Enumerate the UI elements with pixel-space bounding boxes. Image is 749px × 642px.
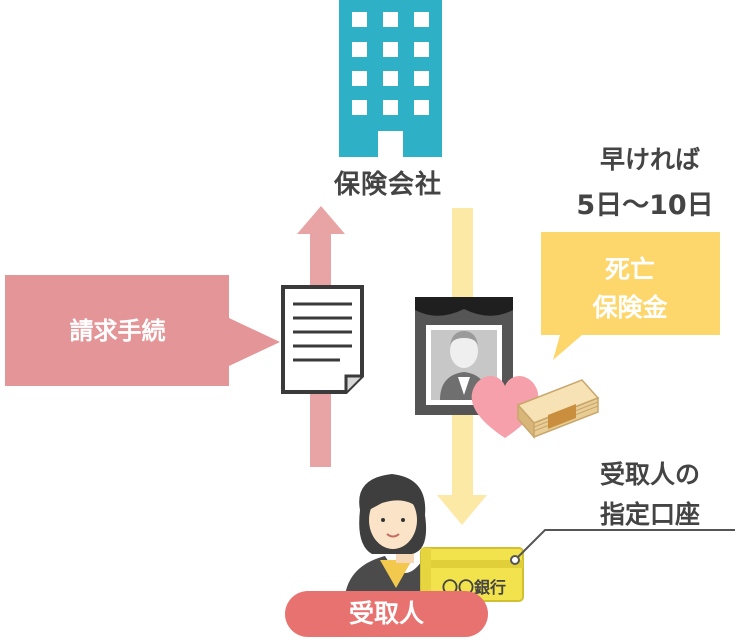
payout-label-line2: 保険金 <box>592 293 668 322</box>
payout-label-line1: 死亡 <box>604 255 655 284</box>
payout-bubble <box>541 232 720 360</box>
building-icon <box>339 0 442 157</box>
insurance-company-label: 保険会社 <box>333 170 442 200</box>
money-bundle-icon <box>516 379 600 439</box>
claim-bubble <box>5 275 280 386</box>
speed-note-line2: 5日～10日 <box>576 190 714 221</box>
claim-procedure-label: 請求手続 <box>69 317 166 345</box>
recipient-badge: 受取人 <box>285 591 488 637</box>
account-leader-line <box>510 529 735 565</box>
speed-note-line1: 早ければ <box>599 145 700 174</box>
account-note-line2: 指定口座 <box>599 500 700 529</box>
document-icon <box>281 285 364 394</box>
account-note-line1: 受取人の <box>599 460 700 489</box>
